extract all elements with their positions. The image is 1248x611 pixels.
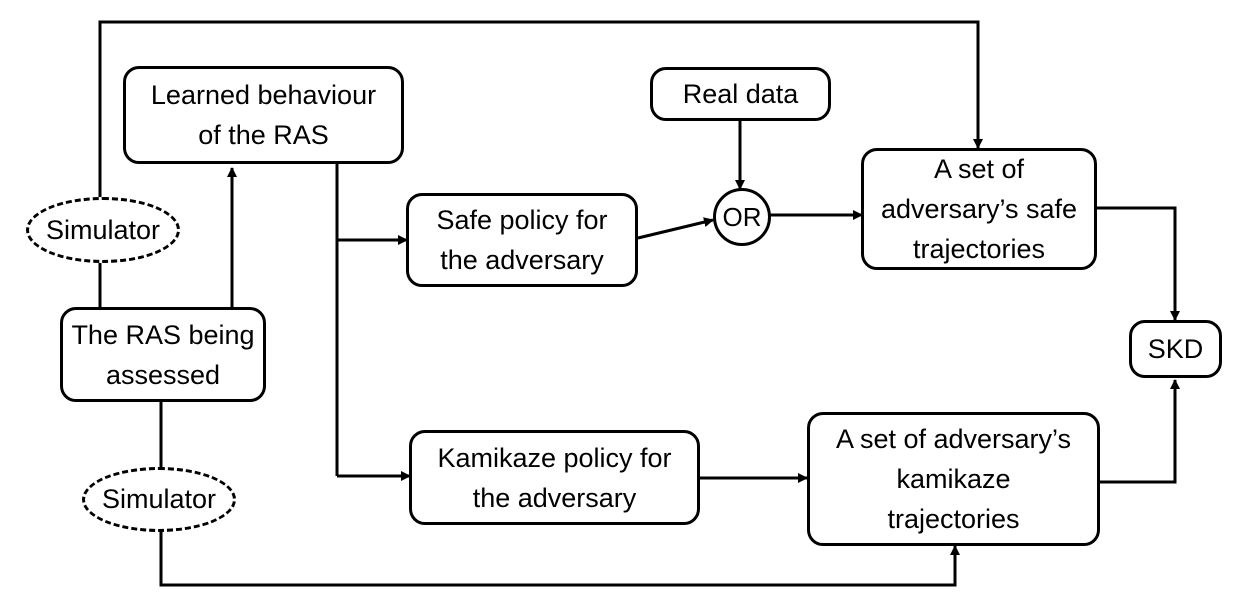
node-or-gate: OR [713, 188, 771, 246]
node-safe-policy-label: Safe policy for the adversary [436, 205, 608, 275]
node-ras-assessed: The RAS being assessed [60, 307, 266, 402]
node-safe-policy: Safe policy for the adversary [406, 193, 638, 287]
node-skd: SKD [1129, 320, 1222, 378]
edge-safe-trajectories-to-skd [1097, 206, 1180, 321]
node-learned-behaviour: Learned behaviour of the RAS [123, 66, 404, 164]
node-kamikaze-trajectories-label: A set of adversary’s kamikaze trajectori… [835, 424, 1072, 534]
node-learned-behaviour-label: Learned behaviour of the RAS [150, 80, 377, 150]
node-skd-label: SKD [1147, 334, 1204, 364]
edge-simulator-to-safe-trajectories [98, 20, 983, 303]
node-or-gate-label: OR [722, 201, 762, 232]
node-ras-assessed-label: The RAS being assessed [71, 319, 255, 390]
edge-kamikaze-trajectories-to-skd [1100, 379, 1180, 484]
node-safe-trajectories: A set of adversary’s safe trajectories [861, 148, 1097, 270]
node-kamikaze-trajectories: A set of adversary’s kamikaze trajectori… [807, 412, 1100, 546]
node-simulator-top: Simulator [26, 197, 180, 263]
node-real-data: Real data [650, 67, 831, 121]
node-simulator-bottom-label: Simulator [101, 484, 217, 514]
node-simulator-bottom: Simulator [82, 467, 236, 532]
edge-safe-policy-to-or [637, 217, 714, 240]
node-kamikaze-policy-label: Kamikaze policy for the adversary [437, 442, 672, 513]
node-real-data-label: Real data [682, 79, 799, 109]
edge-simulator-to-kamikaze-trajectories [159, 530, 960, 587]
node-kamikaze-policy: Kamikaze policy for the adversary [409, 430, 700, 525]
node-safe-trajectories-label: A set of adversary’s safe trajectories [880, 154, 1078, 264]
node-simulator-top-label: Simulator [45, 214, 161, 245]
